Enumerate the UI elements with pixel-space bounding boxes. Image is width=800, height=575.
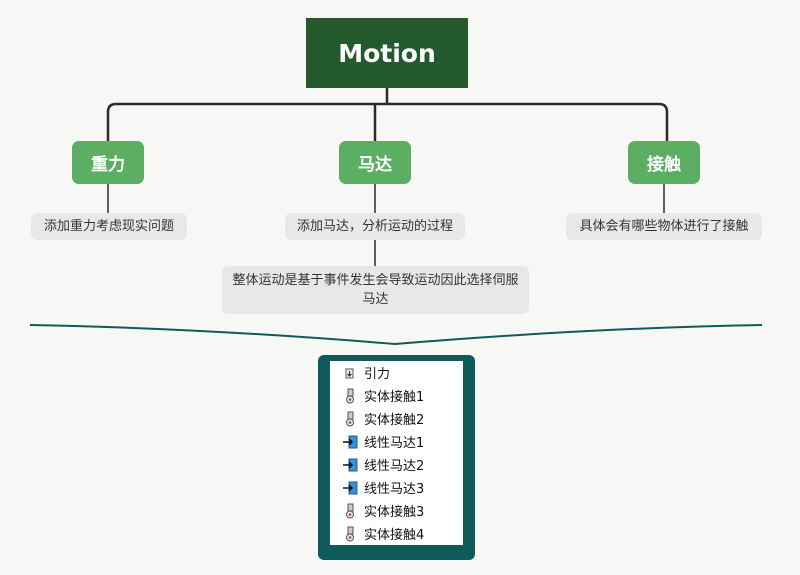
- tree-item-label: 引力: [364, 367, 391, 382]
- tree-item-gravity[interactable]: 引力: [330, 361, 463, 384]
- note-motor-1: 添加马达，分析运动的过程: [285, 213, 465, 240]
- tree-item-contact-4[interactable]: 实体接触4: [330, 522, 463, 545]
- tree-item-linear-motor-1[interactable]: 线性马达1: [330, 430, 463, 453]
- tree-item-contact-2[interactable]: 实体接触2: [330, 407, 463, 430]
- tree-item-contact-1[interactable]: 实体接触1: [330, 384, 463, 407]
- branch-node-contact: 接触: [628, 141, 700, 184]
- tree-item-linear-motor-3[interactable]: 线性马达3: [330, 476, 463, 499]
- linear-motor-icon: [343, 458, 358, 471]
- branch-node-gravity: 重力: [72, 141, 144, 184]
- contact-icon: [346, 388, 354, 403]
- root-node: Motion: [306, 18, 468, 88]
- tree-item-label: 线性马达3: [364, 482, 425, 497]
- note-contact: 具体会有哪些物体进行了接触: [566, 213, 762, 240]
- linear-motor-icon: [343, 481, 358, 494]
- tree-item-label: 实体接触2: [364, 413, 425, 428]
- feature-tree: 引力 实体接触1 实体接触2 线性马达1: [330, 361, 463, 545]
- contact-icon: [346, 503, 354, 518]
- tree-item-label: 线性马达2: [364, 459, 425, 474]
- gravity-icon: [345, 368, 354, 378]
- contact-icon: [346, 526, 354, 541]
- note-gravity: 添加重力考虑现实问题: [31, 213, 187, 240]
- tree-item-linear-motor-2[interactable]: 线性马达2: [330, 453, 463, 476]
- note-motor-2: 整体运动是基于事件发生会导致运动因此选择伺服马达: [222, 266, 529, 314]
- feature-tree-panel: 引力 实体接触1 实体接触2 线性马达1: [318, 355, 475, 560]
- contact-icon: [346, 411, 354, 426]
- tree-item-label: 实体接触1: [364, 390, 425, 405]
- branch-node-motor: 马达: [339, 141, 411, 184]
- tree-item-label: 实体接触3: [364, 505, 425, 520]
- tree-item-label: 线性马达1: [364, 436, 425, 451]
- tree-item-contact-3[interactable]: 实体接触3: [330, 499, 463, 522]
- linear-motor-icon: [343, 435, 358, 448]
- tree-item-label: 实体接触4: [364, 528, 425, 543]
